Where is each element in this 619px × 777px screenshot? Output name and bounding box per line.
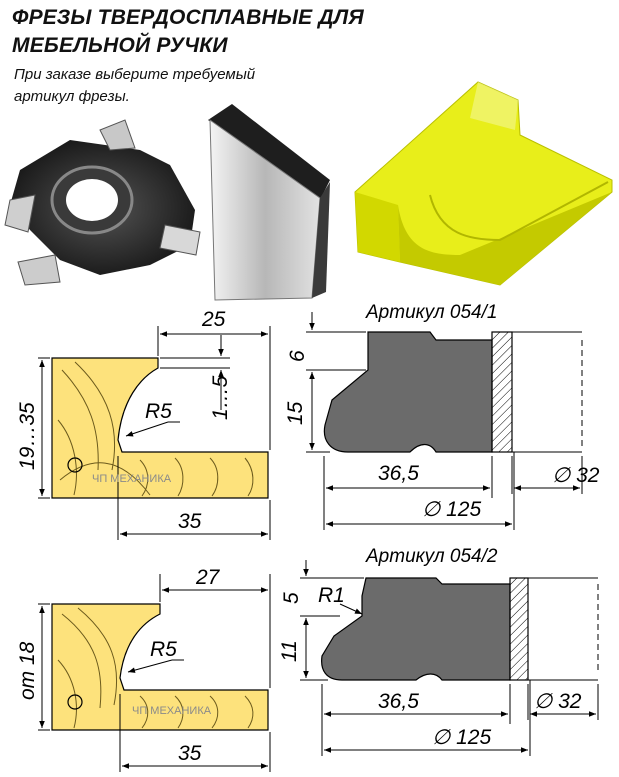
order-note-line2: артикул фрезы. xyxy=(14,88,130,105)
dim-corner-radius-2: R1 xyxy=(318,584,345,607)
knife-blade-photo xyxy=(208,104,330,301)
dim-lower-2: 11 xyxy=(278,640,301,662)
dim-diameter-1: ∅ 125 xyxy=(422,498,481,521)
cutter-drawing-054-2: Артикул 054/2 5 11 R1 36,5 ∅ 3 xyxy=(278,546,599,756)
cutter-drawing-054-1: Артикул 054/1 6 15 36,5 ∅ 32 xyxy=(284,302,600,530)
profile-drawing-054-2: 27 R5 от 18 35 ЧП МЕХАНИКА xyxy=(16,566,271,772)
dim-cut-width-2: 36,5 xyxy=(378,690,419,713)
carbide-cutter-photo xyxy=(4,119,201,286)
dim-bottom-width-1: 35 xyxy=(178,510,202,533)
dim-top-width-2: 27 xyxy=(195,566,221,589)
page-title-line2: МЕБЕЛЬНОЙ РУЧКИ xyxy=(12,34,228,57)
dim-groove-depth-1: 1…5 xyxy=(209,375,232,420)
dim-upper-1: 6 xyxy=(286,350,309,362)
dim-cut-width-1: 36,5 xyxy=(378,462,419,485)
dim-lower-1: 15 xyxy=(284,401,307,425)
dim-bore-2: ∅ 32 xyxy=(534,690,582,713)
watermark-1: ЧП МЕХАНИКА xyxy=(92,473,172,485)
dim-radius-2: R5 xyxy=(150,638,177,661)
dim-radius-1: R5 xyxy=(145,400,172,423)
dim-bore-1: ∅ 32 xyxy=(552,464,600,487)
page-title-line1: ФРЕЗЫ ТВЕРДОСПЛАВНЫЕ ДЛЯ xyxy=(12,6,364,29)
watermark-2: ЧП МЕХАНИКА xyxy=(132,705,212,717)
profile-drawing-054-1: 25 1…5 R5 19…35 35 ЧП МЕХАНИКА xyxy=(16,308,271,540)
order-note-line1: При заказе выберите требуемый xyxy=(14,66,256,83)
dim-upper-2: 5 xyxy=(280,592,303,604)
dim-top-width-1: 25 xyxy=(201,308,226,331)
dim-height-2: от 18 xyxy=(16,641,39,700)
handle-profile-render xyxy=(354,81,613,286)
dim-bottom-width-2: 35 xyxy=(178,742,202,765)
dim-diameter-2: ∅ 125 xyxy=(432,726,491,749)
dim-height-1: 19…35 xyxy=(16,402,39,470)
article-054-2: Артикул 054/2 xyxy=(365,546,498,567)
article-054-1: Артикул 054/1 xyxy=(365,302,497,323)
